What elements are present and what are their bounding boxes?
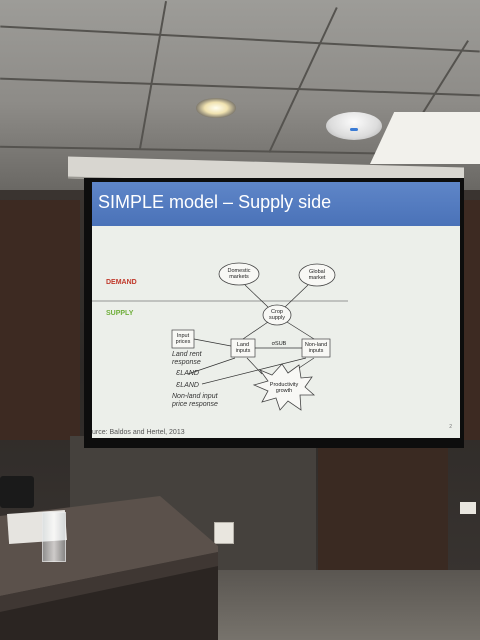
arrow-productivity-to-land bbox=[246, 357, 263, 375]
global-market-node bbox=[298, 263, 336, 287]
arrow-prices-to-land bbox=[193, 338, 232, 347]
water-glass bbox=[42, 512, 66, 562]
crop-supply-node bbox=[262, 304, 292, 326]
crop-supply-text: Crop supply bbox=[269, 309, 285, 321]
supply-label: SUPPLY bbox=[106, 310, 134, 317]
nonland-price-response-label: Non-land input price response bbox=[172, 393, 218, 408]
smoke-detector bbox=[326, 112, 382, 140]
wall-door bbox=[318, 436, 448, 572]
slide-title-bar bbox=[92, 182, 460, 226]
global-market-text: Global market bbox=[308, 269, 326, 281]
productivity-growth-text: Productivity growth bbox=[269, 382, 299, 394]
domestic-markets-node bbox=[218, 262, 260, 286]
wood-panel-right bbox=[462, 200, 480, 440]
arrow-crop-to-global bbox=[284, 284, 309, 308]
input-prices-text: Input prices bbox=[175, 333, 191, 345]
arrow-crop-to-domestic bbox=[244, 284, 269, 308]
land-inputs-text: Land inputs bbox=[235, 342, 251, 354]
supply-diagram bbox=[92, 262, 348, 411]
arrow-eland-to-land bbox=[187, 357, 236, 375]
projected-slide: SIMPLE model – Supply side DEMAND SUPPLY… bbox=[92, 182, 460, 438]
productivity-growth-node bbox=[252, 363, 316, 411]
arrow-eland2-to-nonland bbox=[201, 357, 307, 385]
slide-citation: urce: Baldos and Hertel, 2013 bbox=[92, 429, 185, 436]
demand-label: DEMAND bbox=[106, 279, 137, 286]
smoke-detector-indicator bbox=[350, 128, 358, 131]
wood-panel-left bbox=[0, 200, 80, 440]
e-land-label-2: ƐLAND bbox=[176, 382, 199, 389]
arrow-productivity-to-nonland bbox=[298, 357, 315, 369]
e-land-label: ƐLAND bbox=[176, 370, 199, 377]
domestic-markets-text: Domestic markets bbox=[227, 268, 251, 280]
slide-title: SIMPLE model – Supply side bbox=[98, 192, 332, 212]
ceiling-light bbox=[196, 98, 236, 118]
chair bbox=[0, 476, 34, 508]
wall-outlet bbox=[214, 522, 234, 544]
floor bbox=[210, 570, 480, 640]
arrow-land-to-crop bbox=[242, 321, 269, 340]
arrow-nonland-to-crop bbox=[286, 321, 315, 340]
nonland-inputs-text: Non-land inputs bbox=[304, 342, 328, 354]
land-rent-response-label: Land rent response bbox=[172, 351, 202, 366]
slide-page-number: 2 bbox=[449, 424, 452, 430]
sigma-sub-label: σSUB bbox=[271, 341, 287, 347]
wall-outlet-right bbox=[460, 502, 476, 514]
